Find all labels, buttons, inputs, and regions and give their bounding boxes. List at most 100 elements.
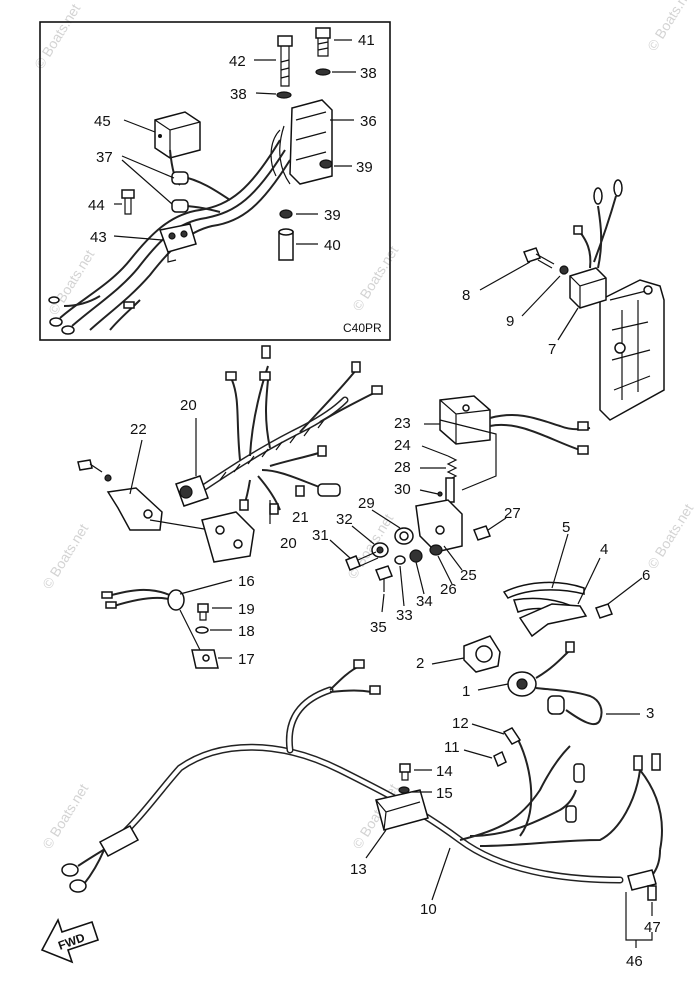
callout-25: 25 [460,567,477,584]
callout-30: 30 [394,481,411,498]
watermark: © Boats.net [45,247,98,318]
callout-36: 36 [360,113,377,130]
callout-12: 12 [452,715,469,732]
clamp-4 [518,603,588,638]
callout-33: 33 [396,607,413,624]
callout-43: 43 [90,229,107,246]
callout-38: 38 [360,65,377,82]
rectifier-45 [154,111,201,159]
callout-37: 37 [96,149,113,166]
washer-18 [195,626,209,634]
bolt-42 [277,35,293,87]
callout-14: 14 [436,763,453,780]
bolt-8 [523,247,555,269]
callout-10: 10 [420,901,437,918]
bolt-41 [315,27,331,57]
callout-31: 31 [312,527,329,544]
callout-29: 29 [358,495,375,512]
pin-21 [295,485,305,497]
screw-19 [197,603,209,621]
callout-39: 39 [356,159,373,176]
washer-26 [429,544,443,556]
callout-26: 26 [440,581,457,598]
callout-32: 32 [336,511,353,528]
callout-18: 18 [238,623,255,640]
nut-34 [409,549,423,563]
spring-28 [446,455,458,481]
callout-1: 1 [462,683,470,700]
callout-4: 4 [600,541,608,558]
collar-40 [278,228,294,261]
plate-22 [77,459,163,531]
switch-16 [101,588,185,611]
callout-15: 15 [436,785,453,802]
callout-38: 38 [230,86,247,103]
terminal-12 [502,727,522,745]
harness-20 [175,345,383,515]
callout-42: 42 [229,53,246,70]
callout-11: 11 [444,739,460,756]
bushing-32 [371,542,389,558]
switch-43 [158,223,197,263]
washer-15 [398,786,410,794]
callout-24: 24 [394,437,411,454]
callout-39: 39 [324,207,341,224]
watermark: © Boats.net [39,521,92,592]
switch-1 [507,641,603,726]
callout-17: 17 [238,651,255,668]
bracket-plate [201,511,255,563]
cap-11 [493,750,507,768]
callout-22: 22 [130,421,147,438]
grommet-39 [319,159,333,169]
regulator-7 [569,179,623,309]
callout-44: 44 [88,197,105,214]
callout-16: 16 [238,573,255,590]
callout-9: 9 [506,313,514,330]
bracket-17 [191,649,219,669]
callout-45: 45 [94,113,111,130]
callout-35: 35 [370,619,387,636]
screw-6 [595,603,613,619]
regulator-36 [270,99,333,185]
screw-35 [375,565,393,592]
callout-20: 20 [280,535,297,552]
callout-13: 13 [350,861,367,878]
callout-40: 40 [324,237,341,254]
callout-8: 8 [462,287,470,304]
connector-37 [171,171,189,213]
plunger [445,477,455,503]
forward-arrow-icon: FWD [40,917,100,964]
inset-terminals [48,296,135,335]
callout-21: 21 [292,509,309,526]
callout-28: 28 [394,459,411,476]
watermark: © Boats.net [644,501,696,572]
inset-panel: C40PR [39,21,391,341]
clamp-13 [375,789,429,831]
callout-19: 19 [238,601,255,618]
callout-7: 7 [548,341,556,358]
callout-6: 6 [642,567,650,584]
bushing-29 [394,527,414,545]
inset-code: C40PR [343,321,382,335]
callout-27: 27 [504,505,521,522]
grommet-39 [279,209,293,219]
washer-38 [276,91,292,99]
bolt-31 [345,551,379,571]
washer-9 [559,265,569,275]
callout-47: 47 [644,919,661,936]
washer-38 [315,68,331,76]
watermark: © Boats.net [349,243,402,314]
callout-23: 23 [394,415,411,432]
watermark: © Boats.net [644,0,696,54]
clamp-2 [463,635,501,673]
callout-3: 3 [646,705,654,722]
callout-20: 20 [180,397,197,414]
callout-41: 41 [358,32,375,49]
callout-5: 5 [562,519,570,536]
screw-27 [473,525,491,541]
bolt-44 [121,189,135,215]
main-harness-10 [61,659,663,893]
bracket-25 [415,499,463,553]
starter-solenoid-23 [439,395,591,491]
